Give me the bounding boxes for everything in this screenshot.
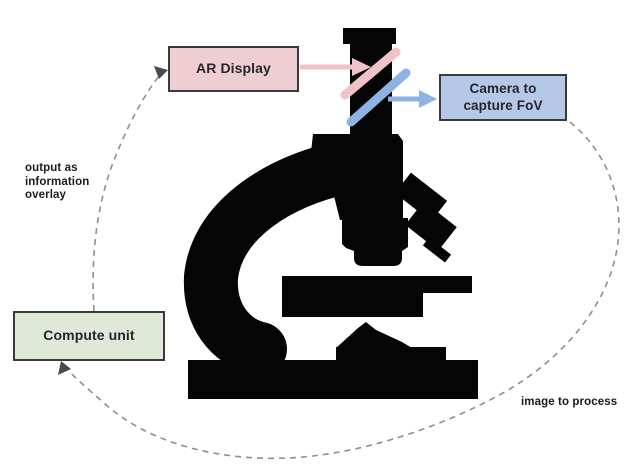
lower-deck	[336, 347, 446, 361]
edge-label-image-to-process: image to process	[521, 396, 618, 408]
eyepiece-cap	[343, 28, 396, 44]
microscope-arm	[183, 143, 359, 376]
camera-beam-splitter	[346, 68, 411, 127]
node-compute-unit-label: Compute unit	[43, 327, 135, 344]
arrow-scope-to-camera	[388, 90, 437, 108]
stage-upper	[282, 276, 472, 293]
edge-label-output-overlay: output as information overlay	[25, 162, 90, 202]
angled-lens	[394, 172, 457, 263]
node-ar-display-label: AR Display	[196, 60, 271, 77]
base	[188, 360, 478, 399]
dashed-curve-camera-to-compute	[58, 121, 620, 460]
dashed-curve-compute-to-ar	[92, 66, 168, 312]
node-compute-unit[interactable]: Compute unit	[13, 311, 165, 361]
node-ar-display[interactable]: AR Display	[168, 46, 299, 92]
condenser	[336, 322, 412, 348]
arrowhead-into-ar-display	[154, 66, 168, 79]
arm-foot	[230, 336, 284, 364]
arrow-ar-to-scope	[300, 58, 371, 76]
objective-barrel	[342, 218, 408, 266]
stage-lower	[282, 293, 423, 317]
node-camera[interactable]: Camera to capture FoV	[439, 74, 567, 121]
ar-beam-splitter	[340, 47, 401, 100]
arrowhead-into-compute-unit	[58, 361, 71, 375]
node-camera-label: Camera to capture FoV	[463, 80, 543, 113]
